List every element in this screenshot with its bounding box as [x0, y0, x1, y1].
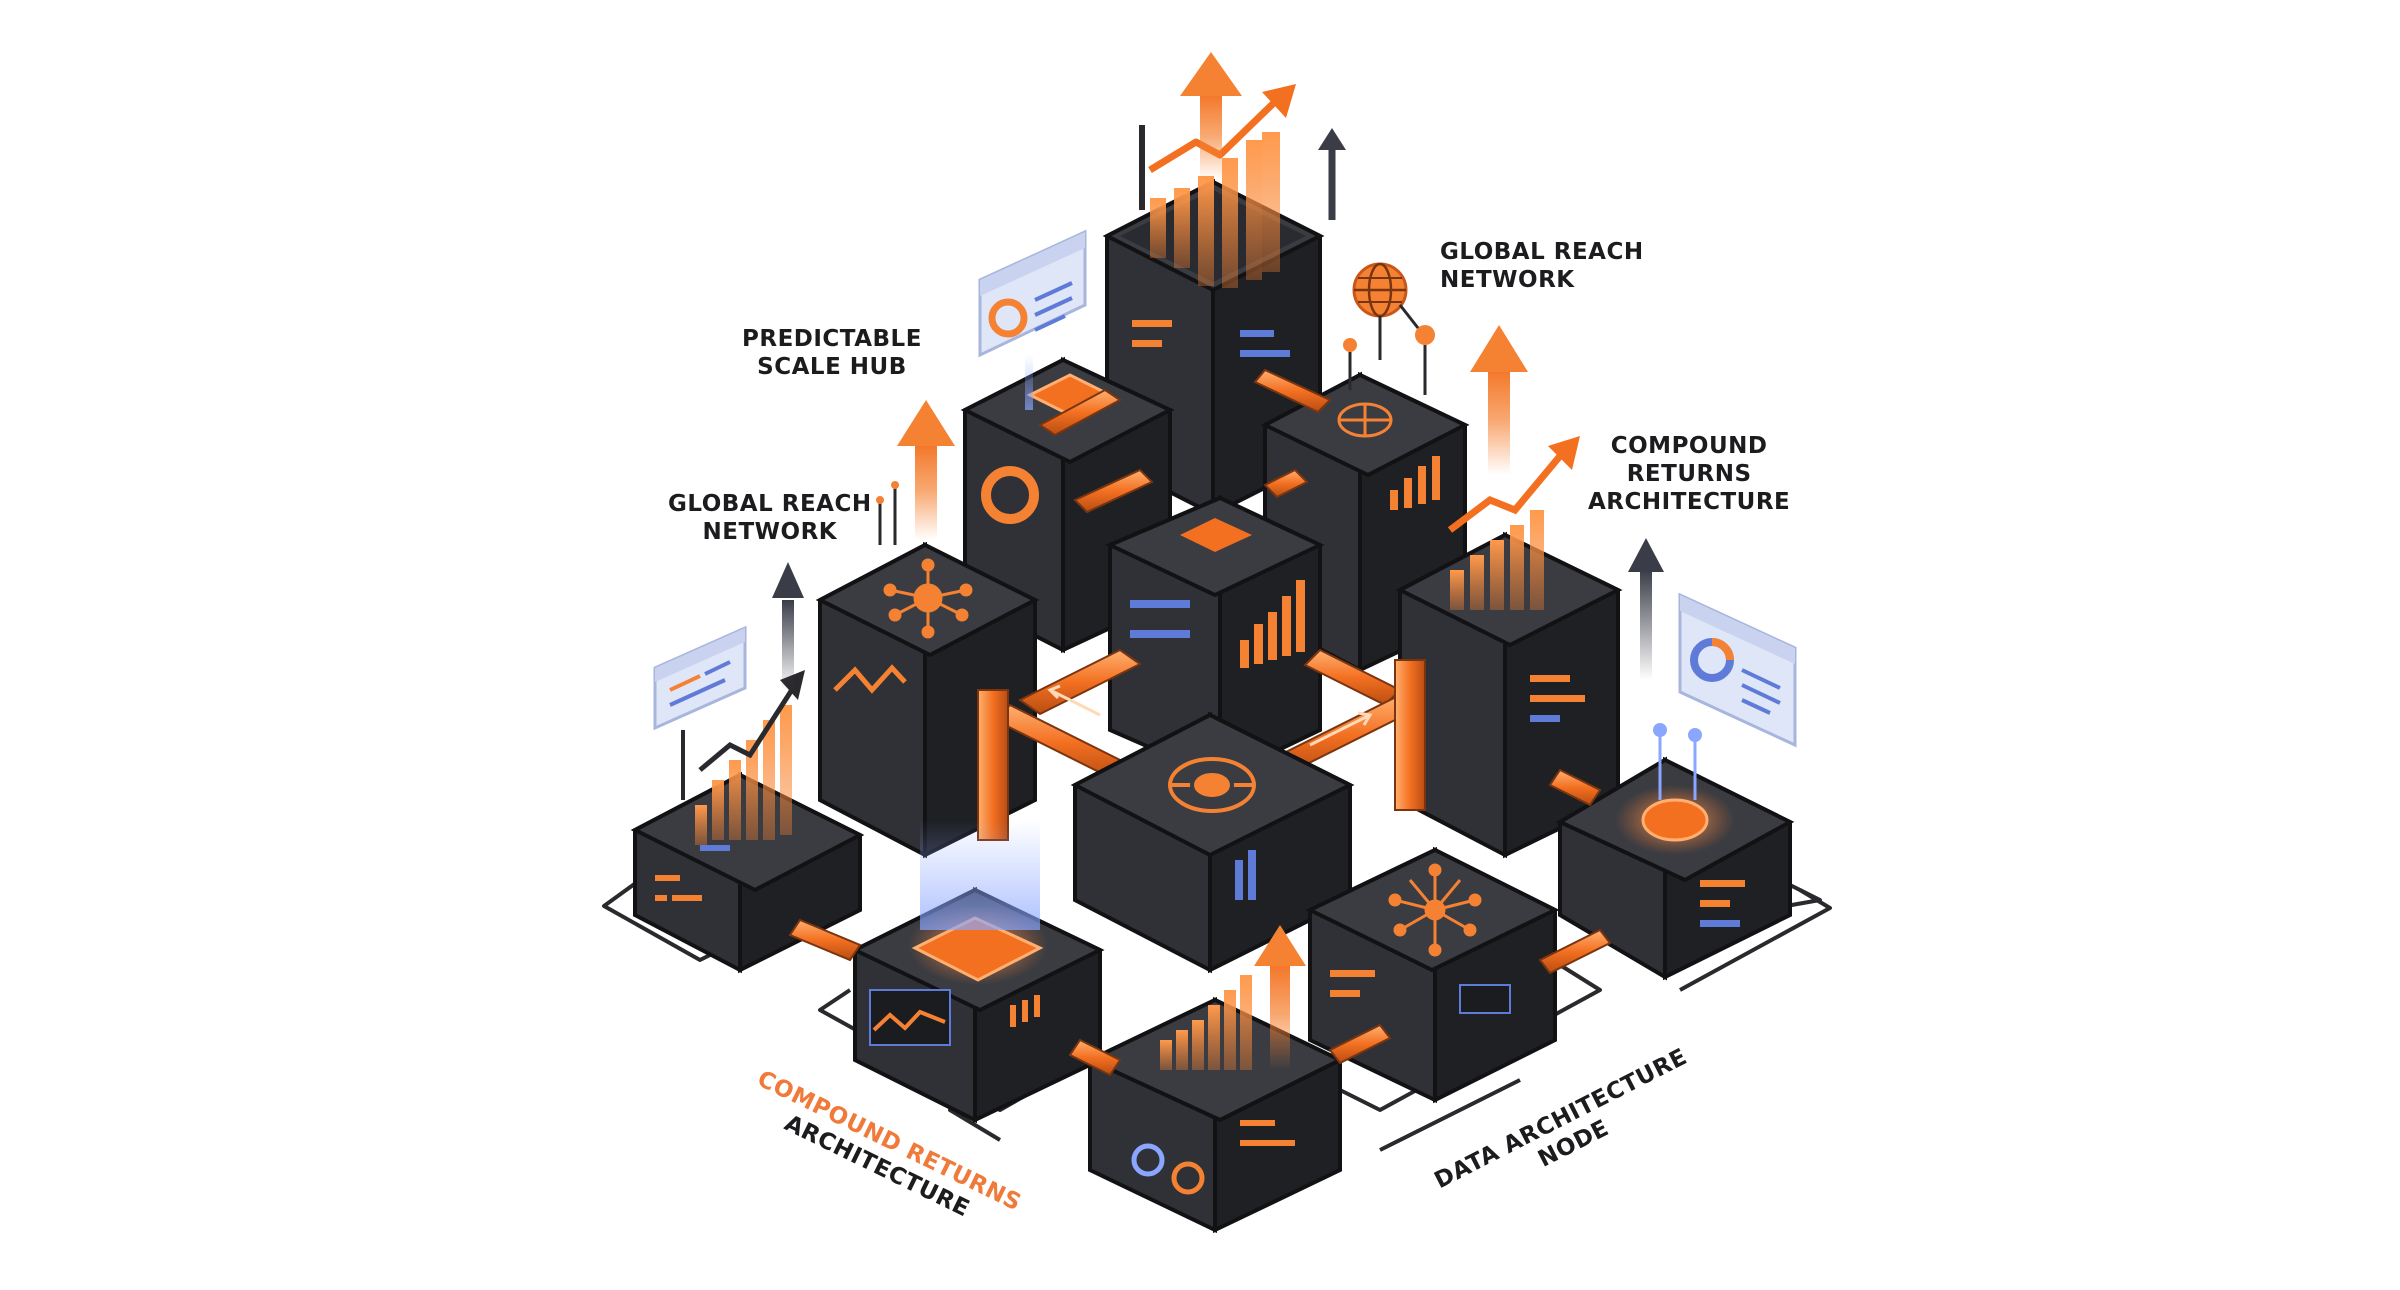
trend-line-icon	[698, 683, 798, 772]
gauge-icon	[1171, 1161, 1205, 1195]
data-beam	[920, 820, 1040, 930]
label-compound-returns-right: COMPOUND RETURNS ARCHITECTURE	[1588, 433, 1791, 515]
gauge-icon	[1641, 798, 1709, 842]
trend-arrowhead-icon	[1262, 84, 1296, 118]
line-chart-icon	[872, 1009, 946, 1032]
dashboard-window-icon	[978, 229, 1087, 410]
dashboard-window-icon	[653, 625, 747, 731]
antenna-pins	[878, 485, 897, 545]
globe-icon	[1343, 262, 1435, 395]
bar-chart-icon	[1450, 510, 1544, 610]
tower-center	[1105, 494, 1325, 782]
box-data-architecture-node	[1305, 846, 1560, 1104]
bar-chart-icon	[1240, 580, 1305, 668]
gauge-icon	[981, 466, 1039, 524]
bar-chart-icon	[1160, 975, 1252, 1070]
label-global-reach-left: GLOBAL REACH NETWORK	[668, 491, 872, 545]
rising-arrow-icon	[897, 400, 955, 540]
bar-chart-icon	[1150, 132, 1280, 288]
trend-arrowhead-icon	[1548, 436, 1580, 470]
antenna-pins	[1658, 735, 1697, 800]
network-hub-icon	[1337, 402, 1393, 438]
box-right	[1555, 756, 1795, 981]
label-predictable-scale-hub: PREDICTABLE SCALE HUB	[742, 326, 922, 380]
connector-pipes	[788, 768, 1612, 1077]
rising-arrow-icon	[1318, 128, 1346, 220]
trend-line-icon	[1447, 447, 1568, 533]
rising-arrow-icon	[1180, 52, 1242, 180]
target-icon	[1168, 757, 1256, 813]
network-hub-icon	[883, 558, 973, 639]
box-bottom-center	[1085, 975, 1345, 1234]
bar-chart-icon	[695, 705, 792, 845]
line-chart-icon	[833, 664, 907, 694]
label-global-reach-top: GLOBAL REACH NETWORK	[1440, 239, 1644, 293]
flow-arrows	[1047, 684, 1373, 747]
dashboard-window-icon	[1678, 592, 1797, 748]
rising-arrow-icon	[1254, 925, 1306, 1070]
connector-pipes	[977, 368, 1426, 841]
gauge-icon	[1131, 1143, 1165, 1177]
rising-arrow-icon	[1628, 538, 1664, 680]
rising-arrow-icon	[1470, 325, 1528, 475]
network-hub-icon	[1388, 863, 1482, 957]
tower-compound-returns-right	[1395, 510, 1623, 859]
rising-arrow-icon	[772, 562, 804, 690]
